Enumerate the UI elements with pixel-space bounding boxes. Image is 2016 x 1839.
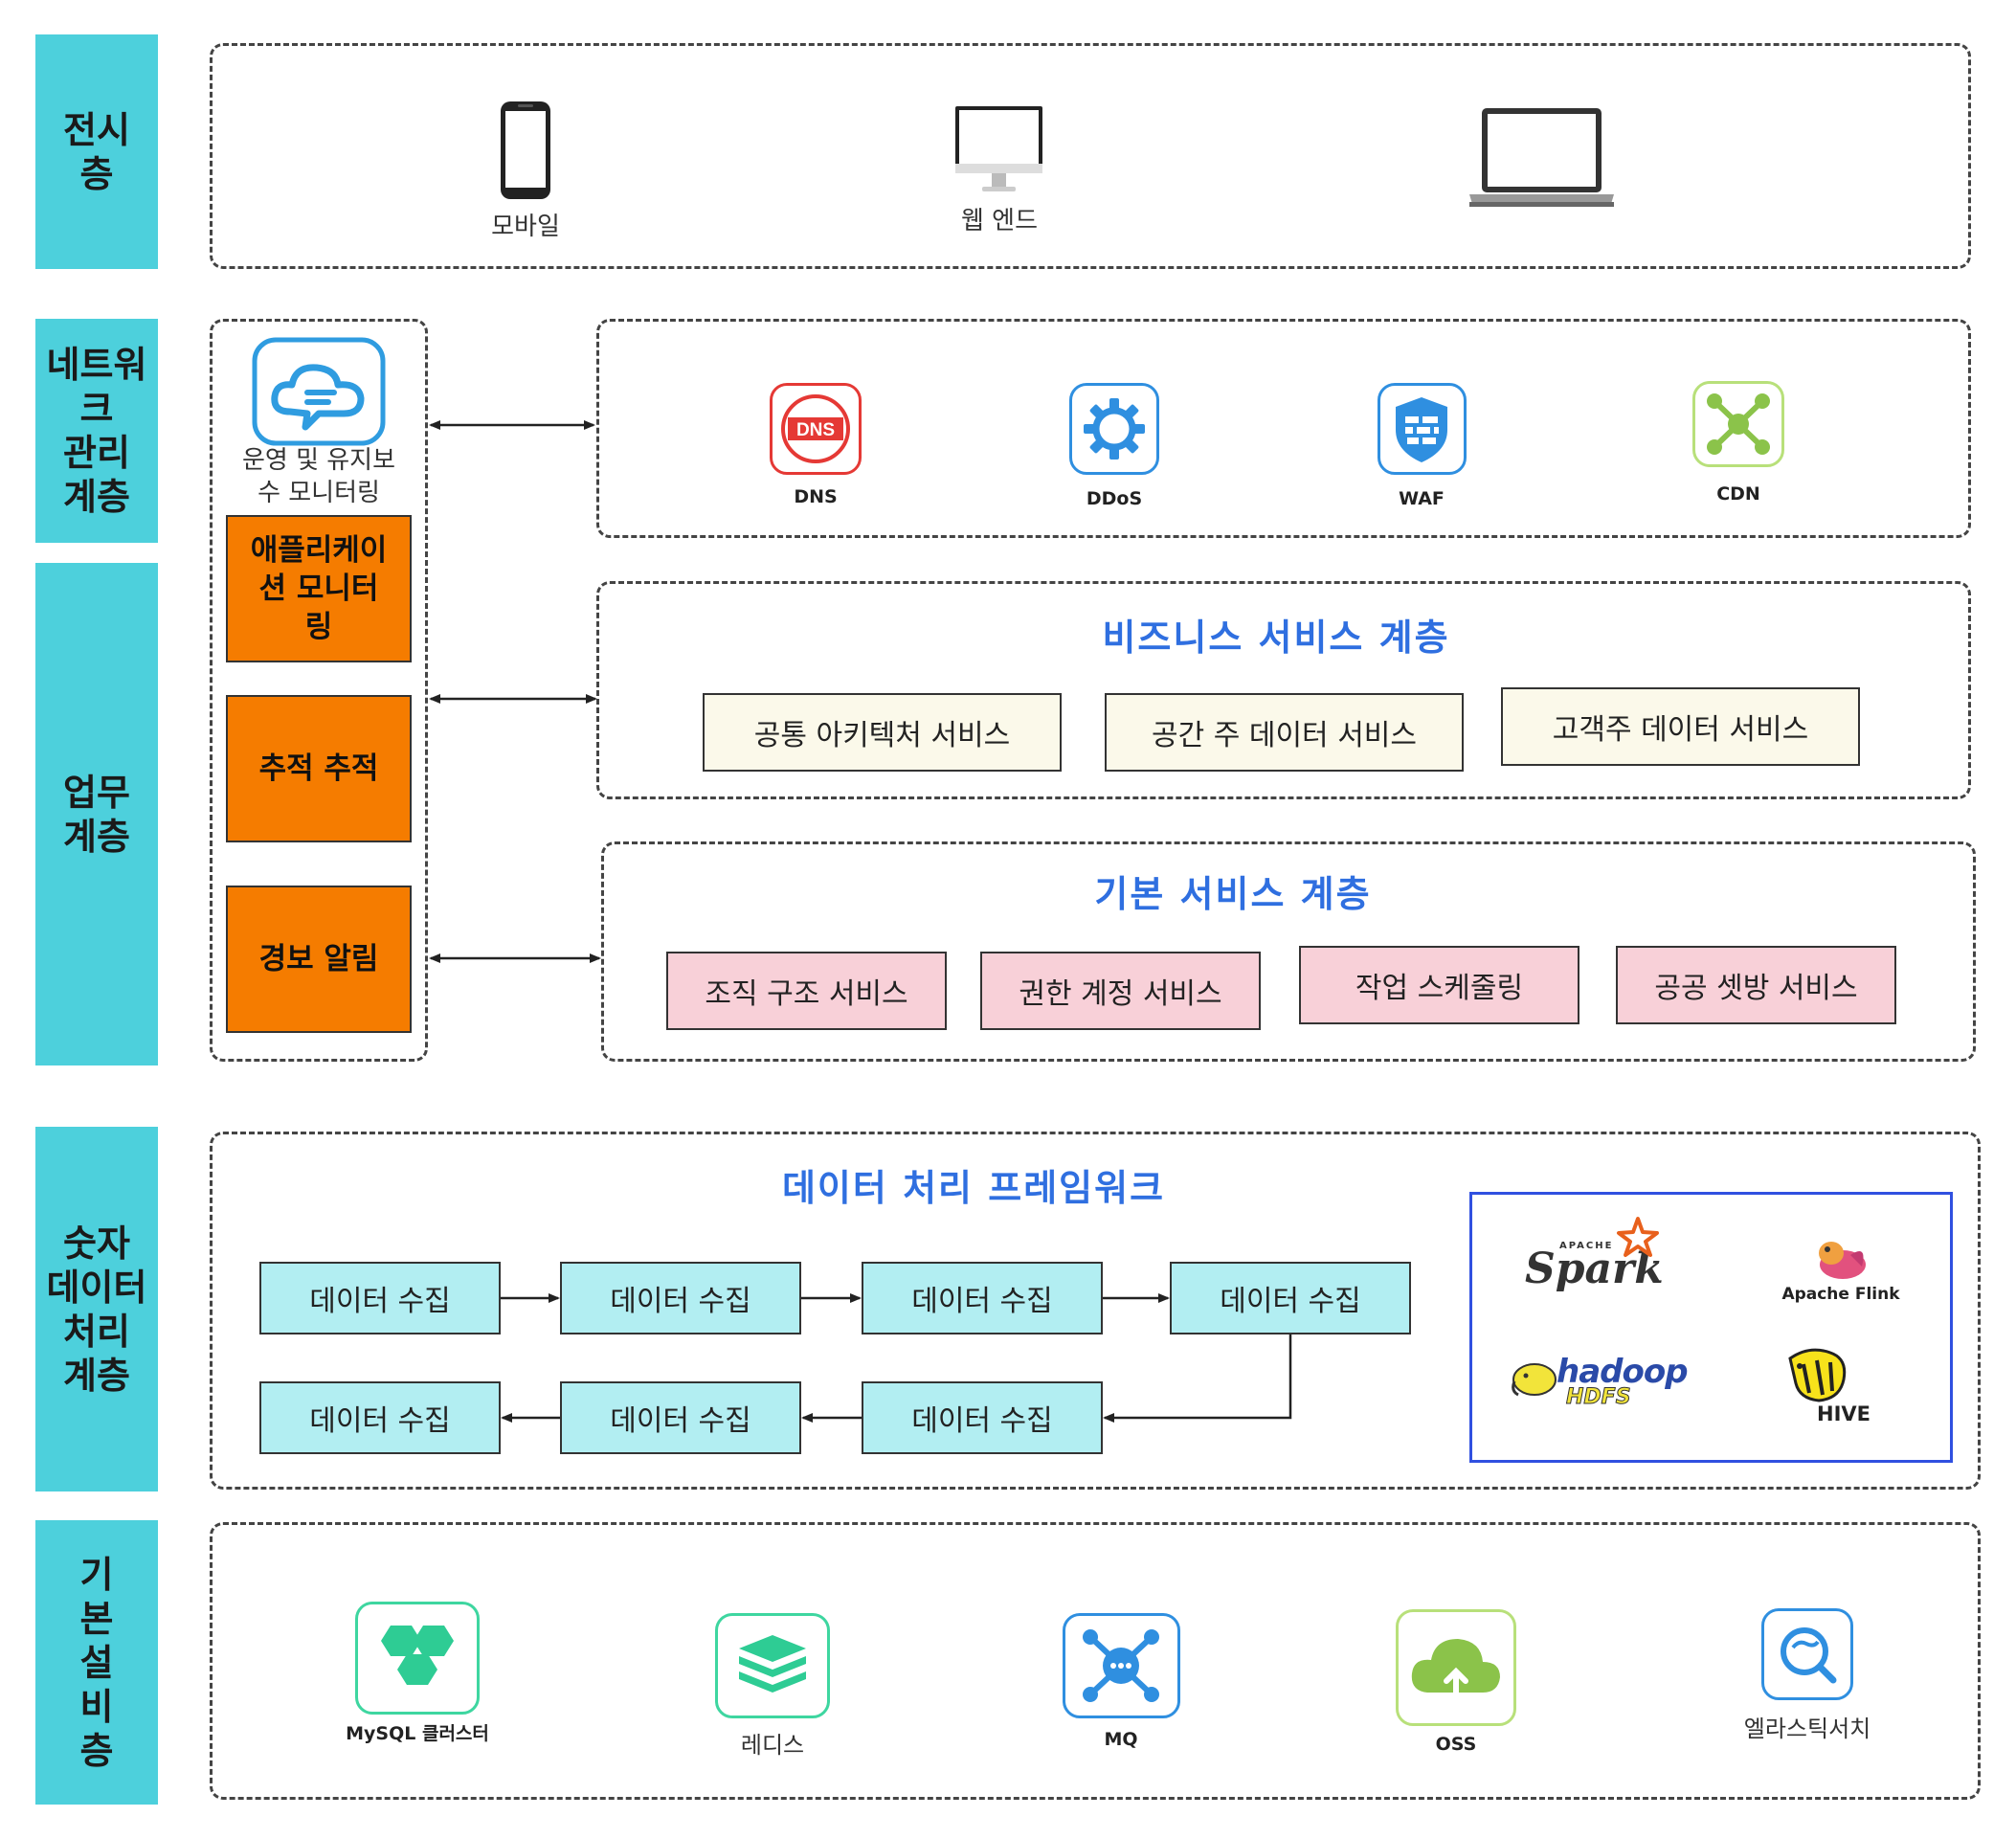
- hive-text: HIVE: [1817, 1402, 1870, 1425]
- ops-monitor-label: 운영 및 유지보 수 모니터링: [241, 446, 396, 507]
- oss-label: OSS: [1435, 1734, 1477, 1755]
- dns-icon-text: DNS: [796, 420, 835, 440]
- elasticsearch-label: 엘라스틱서치: [1743, 1716, 1871, 1742]
- mq-label: MQ: [1104, 1729, 1138, 1750]
- business-service-container: [596, 581, 1971, 799]
- spark-logo: APACHE Spark: [1517, 1216, 1670, 1293]
- data-collect-step-7: 데이터 수집: [259, 1381, 501, 1454]
- ops-monitoring-container: [210, 319, 428, 1062]
- app-monitoring-box: 애플리케이 션 모니터 링: [226, 515, 412, 662]
- layer-business: 업무 계층: [35, 563, 158, 1065]
- data-collect-step-1: 데이터 수집: [259, 1262, 501, 1334]
- elasticsearch-search-icon: [1761, 1608, 1853, 1700]
- big-data-tools-box: [1469, 1192, 1953, 1463]
- data-framework-title: 데이터 처리 프레임워크: [781, 1167, 1166, 1209]
- layer-infra: 기 본 설 비 층: [35, 1520, 158, 1805]
- hadoop-text: hadoop: [1557, 1353, 1689, 1391]
- hdfs-text: HDFS: [1566, 1385, 1632, 1410]
- task-scheduling-service: 작업 스케줄링: [1299, 946, 1579, 1024]
- data-collect-step-2: 데이터 수집: [560, 1262, 801, 1334]
- ddos-label: DDoS: [1086, 488, 1143, 509]
- business-service-title: 비즈니스 서비스 계층: [1102, 617, 1450, 659]
- flink-label: Apache Flink: [1781, 1285, 1900, 1304]
- waf-label: WAF: [1399, 488, 1445, 509]
- mobile-label: 모바일: [491, 213, 560, 241]
- mysql-label: MySQL 클러스터: [346, 1723, 489, 1744]
- waf-shield-icon: [1378, 383, 1467, 475]
- hive-logo: HIVE: [1781, 1345, 1876, 1431]
- layer-network: 네트워 크 관리 계층: [35, 319, 158, 543]
- cdn-label: CDN: [1716, 483, 1760, 505]
- display-layer-container: [210, 43, 1971, 269]
- basic-service-title: 기본 서비스 계층: [1094, 873, 1372, 915]
- org-structure-service: 조직 구조 서비스: [666, 952, 947, 1030]
- flink-squirrel-icon: [1812, 1238, 1870, 1282]
- public-service: 공공 셋방 서비스: [1616, 946, 1896, 1024]
- tracing-box: 추적 추적: [226, 695, 412, 842]
- spark-star-icon: [1617, 1217, 1659, 1257]
- data-collect-step-4: 데이터 수집: [1170, 1262, 1411, 1334]
- data-collect-step-6: 데이터 수집: [560, 1381, 801, 1454]
- hadoop-hdfs-logo: hadoop HDFS: [1511, 1353, 1692, 1416]
- laptop-icon: [1467, 106, 1616, 209]
- data-collect-step-3: 데이터 수집: [862, 1262, 1103, 1334]
- redis-label: 레디스: [740, 1732, 805, 1759]
- alert-box: 경보 알림: [226, 886, 412, 1033]
- cloud-chat-icon: [252, 337, 386, 446]
- data-collect-step-5: 데이터 수집: [862, 1381, 1103, 1454]
- oss-cloud-icon: [1396, 1609, 1516, 1726]
- spark-logo-text: Spark: [1525, 1245, 1664, 1293]
- data-processing-container: [210, 1132, 1981, 1490]
- network-layer-container: [596, 319, 1971, 538]
- web-label: 웹 엔드: [960, 207, 1039, 235]
- permission-account-service: 권한 계정 서비스: [980, 952, 1261, 1030]
- customer-data-service: 고객주 데이터 서비스: [1501, 687, 1860, 766]
- dns-icon: DNS: [770, 383, 862, 475]
- mysql-icon: [355, 1602, 480, 1715]
- hive-bee-icon: [1788, 1348, 1847, 1402]
- basic-service-container: [601, 841, 1976, 1062]
- infra-layer-container: [210, 1522, 1981, 1800]
- pipeline-arrow-4: [1103, 1334, 1292, 1423]
- ddos-gear-icon: [1069, 383, 1159, 475]
- hadoop-elephant-icon: [1512, 1363, 1557, 1397]
- spark-logo-small-text: APACHE: [1559, 1241, 1614, 1251]
- dns-label: DNS: [794, 486, 838, 507]
- layer-data: 숫자 데이터 처리 계층: [35, 1127, 158, 1491]
- layer-display: 전시 층: [35, 34, 158, 269]
- mq-hub-icon: [1063, 1613, 1180, 1718]
- cdn-network-icon: [1692, 381, 1784, 467]
- common-architecture-service: 공통 아키텍처 서비스: [703, 693, 1062, 772]
- mobile-phone-icon: [499, 100, 552, 201]
- spatial-data-service: 공간 주 데이터 서비스: [1105, 693, 1464, 772]
- redis-stack-icon: [715, 1613, 830, 1718]
- monitor-icon: [953, 104, 1044, 196]
